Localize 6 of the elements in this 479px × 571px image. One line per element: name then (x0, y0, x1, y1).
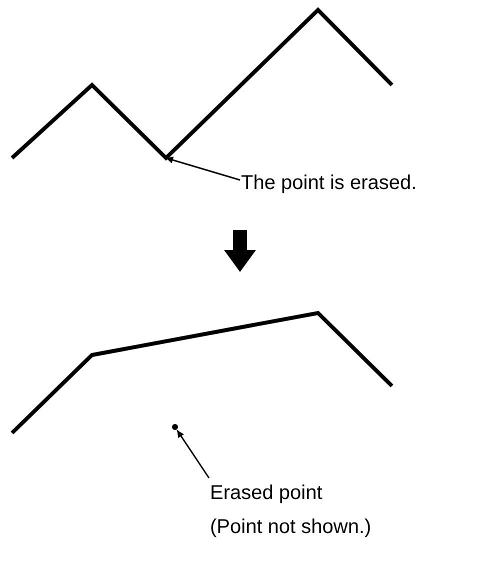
callout-text: Erased point (210, 481, 324, 506)
leader-line (176, 430, 210, 478)
callout-text: The point is erased. (241, 171, 417, 196)
leader-line (166, 156, 240, 181)
callout-text: (Point not shown.) (210, 515, 372, 540)
point-dot (172, 424, 178, 430)
